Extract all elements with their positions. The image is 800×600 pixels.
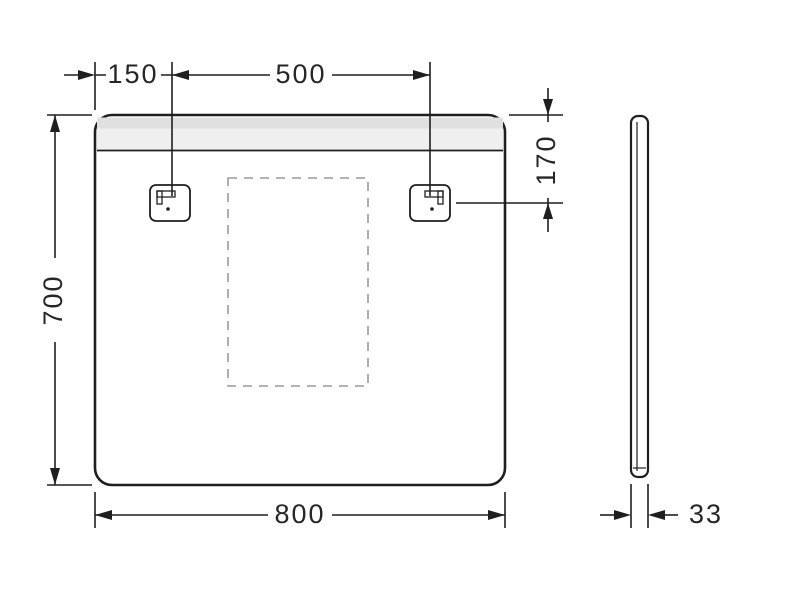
led-strip-band-dark	[97, 117, 503, 129]
arrowhead-left	[172, 70, 189, 80]
dim-depth: 33	[600, 484, 723, 529]
bracket-left-tab	[156, 190, 163, 205]
arrowhead-left	[648, 510, 665, 520]
mounting-bracket-left	[149, 184, 191, 222]
dim-bracket-top-offset: 170	[456, 88, 563, 232]
label-mask	[534, 122, 562, 198]
dim-bracket-spacing: 500	[172, 59, 431, 196]
arrowhead-left	[95, 510, 112, 520]
arrowhead-up	[50, 115, 60, 132]
bracket-left-outline	[149, 184, 191, 222]
label-mask	[106, 61, 161, 89]
arrowhead-down	[543, 99, 553, 115]
bracket-right-screw-dot	[430, 207, 434, 211]
dim-label-height: 700	[38, 274, 68, 325]
mirror-outline	[93, 113, 507, 487]
arrowhead-right	[614, 510, 631, 520]
label-mask	[268, 501, 332, 529]
dim-label-offset-left: 150	[107, 59, 158, 89]
label-mask	[270, 61, 332, 89]
arrowhead-right	[488, 510, 505, 520]
mounting-bracket-right	[409, 184, 451, 222]
dim-width: 800	[94, 492, 506, 529]
dim-offset-left: 150	[64, 59, 173, 196]
led-strip	[97, 117, 503, 152]
dim-label-depth: 33	[689, 499, 723, 529]
dim-label-bracket-top-offset: 170	[531, 134, 561, 185]
arrowhead-down	[50, 468, 60, 485]
label-mask	[41, 258, 69, 342]
bracket-left-screw-dot	[166, 207, 170, 211]
dim-label-width: 800	[274, 499, 325, 529]
dim-height: 700	[38, 114, 92, 486]
arrowhead-right	[413, 70, 430, 80]
side-view	[629, 114, 650, 479]
antifog-zone-dashed-outline	[227, 177, 369, 387]
front-view	[93, 113, 507, 487]
dim-label-bracket-spacing: 500	[275, 59, 326, 89]
bracket-right-tab	[437, 190, 444, 205]
arrowhead-right	[78, 70, 95, 80]
side-profile-outline	[629, 114, 650, 479]
arrowhead-up	[543, 203, 553, 219]
